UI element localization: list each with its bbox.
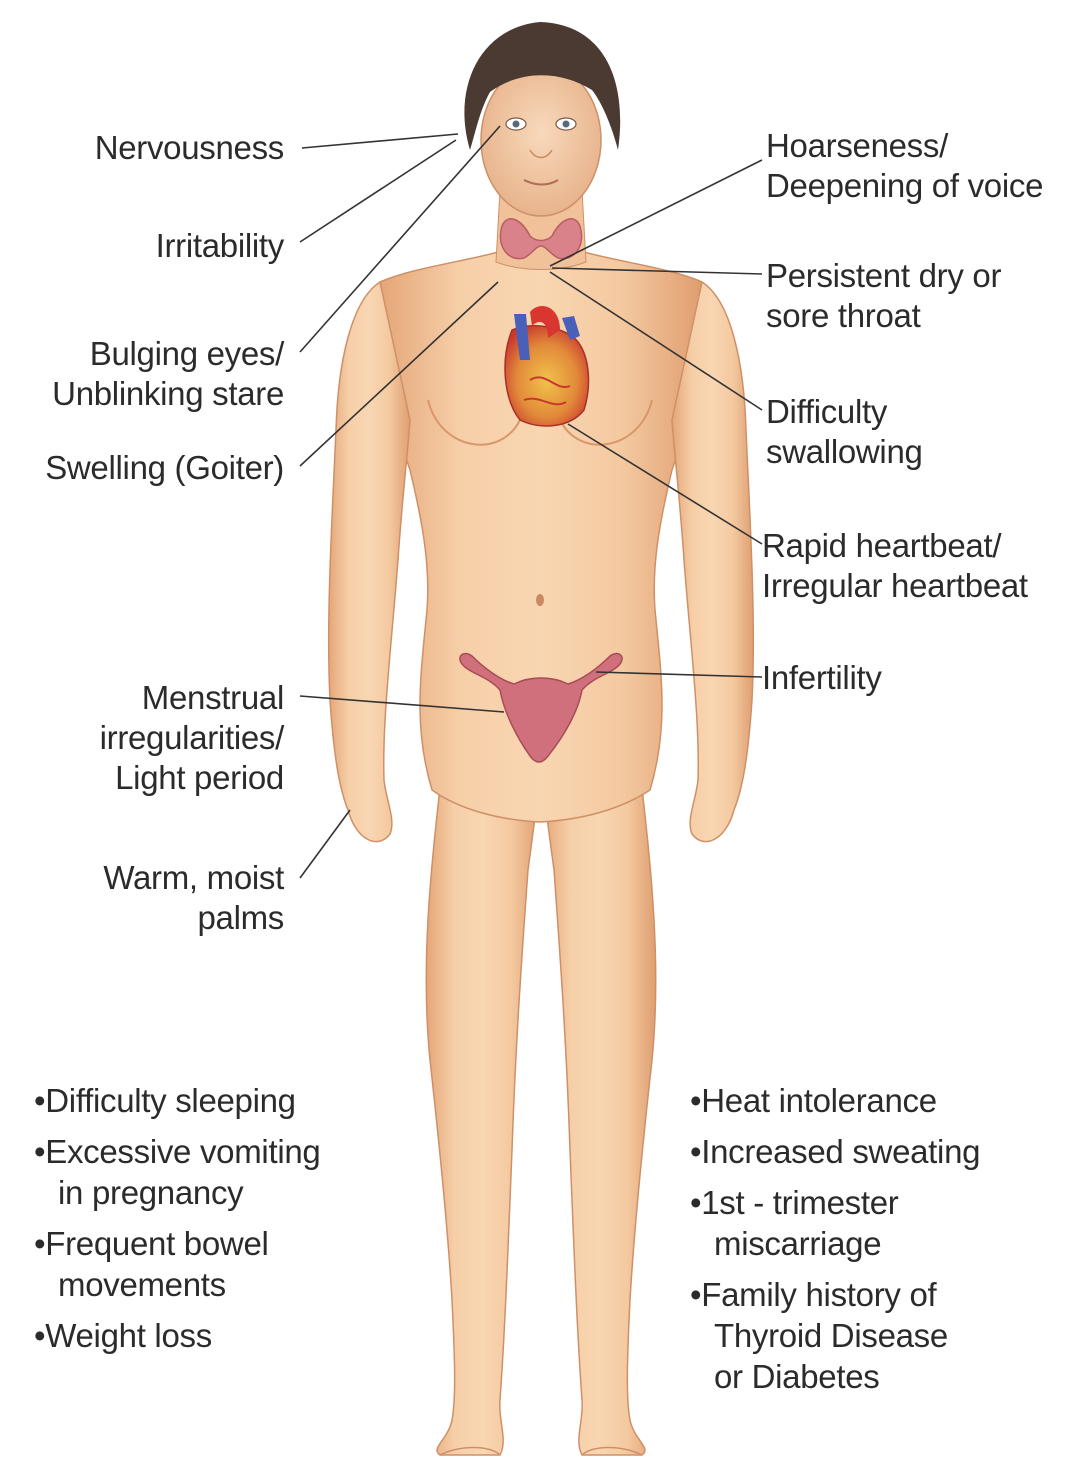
list-item: •Frequent bowel movements [34, 1223, 320, 1305]
label-throat: Persistent dry or sore throat [766, 256, 1001, 336]
list-item: •Weight loss [34, 1315, 320, 1356]
list-item: •Excessive vomiting in pregnancy [34, 1131, 320, 1213]
label-nervousness: Nervousness [95, 128, 284, 168]
right-arm [672, 282, 753, 842]
list-item: •Increased sweating [690, 1131, 980, 1172]
label-heartbeat: Rapid heartbeat/ Irregular heartbeat [762, 526, 1028, 606]
label-bulging-eyes: Bulging eyes/ Unblinking stare [52, 334, 284, 414]
label-palms: Warm, moist palms [103, 858, 284, 938]
leader-nervousness [302, 134, 458, 148]
label-hoarseness: Hoarseness/ Deepening of voice [766, 126, 1043, 206]
label-menstrual: Menstrual irregularities/ Light period [100, 678, 284, 798]
left-symptom-list: •Difficulty sleeping •Excessive vomiting… [34, 1080, 320, 1366]
list-item: •1st - trimester miscarriage [690, 1182, 980, 1264]
label-swallowing: Difficulty swallowing [766, 392, 923, 472]
right-leg [542, 770, 656, 1455]
label-irritability: Irritability [156, 226, 284, 266]
left-leg [426, 770, 540, 1455]
leader-irritability [300, 140, 456, 242]
face [481, 64, 601, 216]
leader-palms [300, 810, 350, 878]
list-item: •Difficulty sleeping [34, 1080, 320, 1121]
heart-illustration [505, 306, 588, 426]
label-infertility: Infertility [762, 658, 882, 698]
right-symptom-list: •Heat intolerance •Increased sweating •1… [690, 1080, 980, 1407]
left-arm [329, 282, 410, 842]
label-swelling: Swelling (Goiter) [45, 448, 284, 488]
list-item: •Heat intolerance [690, 1080, 980, 1121]
list-item: •Family history of Thyroid Disease or Di… [690, 1274, 980, 1397]
